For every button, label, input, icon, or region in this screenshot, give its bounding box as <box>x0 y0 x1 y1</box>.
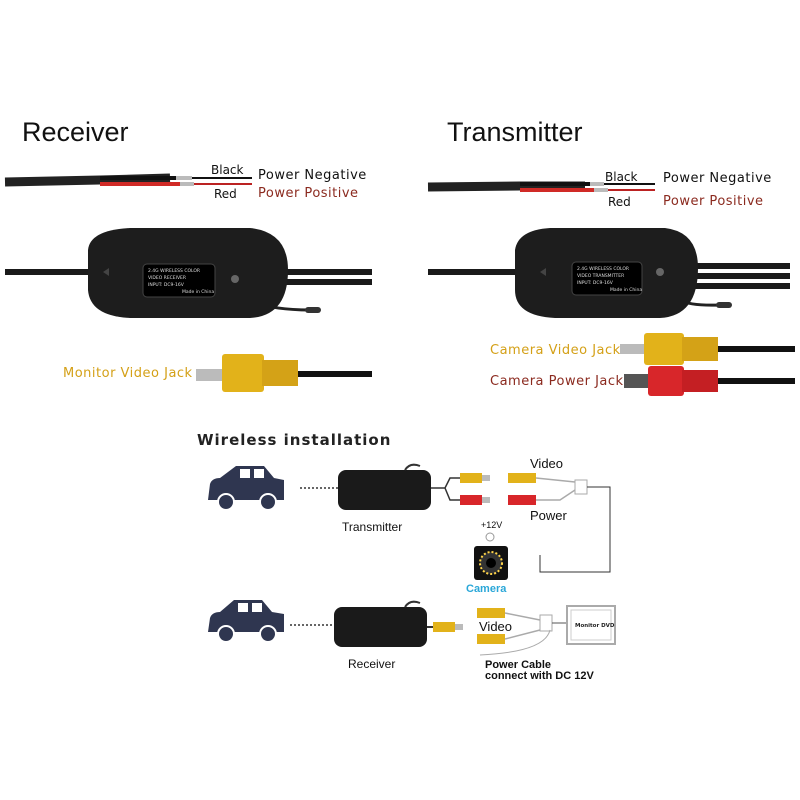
video-label-2: Video <box>479 619 512 634</box>
video-label: Video <box>530 456 563 471</box>
camera-power-jack <box>624 366 795 396</box>
car-icon <box>208 466 284 511</box>
svg-text:2.4G WIRELESS COLOR: 2.4G WIRELESS COLOR <box>577 266 629 272</box>
transmitter-power-positive: Power Positive <box>663 194 764 209</box>
camera-label: Camera <box>466 583 507 595</box>
transmitter-diagram-module <box>300 463 611 573</box>
transmitter-diagram-label: Transmitter <box>342 520 402 534</box>
power-cable-label-line2: connect with DC 12V <box>485 670 594 682</box>
receiver-black-label: Black <box>211 163 244 177</box>
camera-icon <box>474 532 508 580</box>
receiver-title: Receiver <box>22 117 129 147</box>
svg-text:Made in China: Made in China <box>182 289 214 295</box>
camera-video-rca-jack <box>620 333 795 365</box>
monitor-dvd-label: Monitor DVD <box>575 623 615 629</box>
receiver-red-label: Red <box>214 187 237 201</box>
transmitter-power-negative: Power Negative <box>663 171 772 186</box>
power-label: Power <box>530 508 568 523</box>
transmitter-title: Transmitter <box>447 117 583 147</box>
receiver-power-cable <box>4 173 252 187</box>
transmitter-power-cable <box>427 181 655 192</box>
transmitter-red-label: Red <box>608 195 631 209</box>
receiver-power-positive: Power Positive <box>258 186 359 201</box>
receiver-diagram-label: Receiver <box>348 657 395 671</box>
monitor-video-jack-label: Monitor Video Jack <box>63 366 193 381</box>
svg-text:Made in China: Made in China <box>610 287 642 293</box>
installation-title: Wireless installation <box>197 431 391 449</box>
camera-power-jack-label: Camera Power Jack <box>490 374 624 389</box>
receiver-diagram-module <box>290 600 616 656</box>
svg-text:INPUT: DC9-16V: INPUT: DC9-16V <box>577 280 614 286</box>
car-icon-2 <box>208 600 284 643</box>
power-cable-label-line1: Power Cable <box>485 659 551 671</box>
receiver-rca-jack <box>196 354 372 392</box>
svg-text:INPUT: DC9-16V: INPUT: DC9-16V <box>148 282 185 288</box>
transmitter-module: 2.4G WIRELESS COLOR VIDEO TRANSMITTER IN… <box>428 228 790 318</box>
receiver-module: 2.4G WIRELESS COLOR VIDEO RECEIVER INPUT… <box>5 228 372 318</box>
camera-video-jack-label: Camera Video Jack <box>490 343 621 358</box>
transmitter-black-label: Black <box>605 170 638 184</box>
svg-text:2.4G WIRELESS COLOR: 2.4G WIRELESS COLOR <box>148 268 200 274</box>
svg-text:VIDEO RECEIVER: VIDEO RECEIVER <box>148 275 186 281</box>
svg-text:VIDEO TRANSMITTER: VIDEO TRANSMITTER <box>577 273 624 279</box>
plus12v-label: +12V <box>481 520 502 530</box>
receiver-power-negative: Power Negative <box>258 168 367 183</box>
